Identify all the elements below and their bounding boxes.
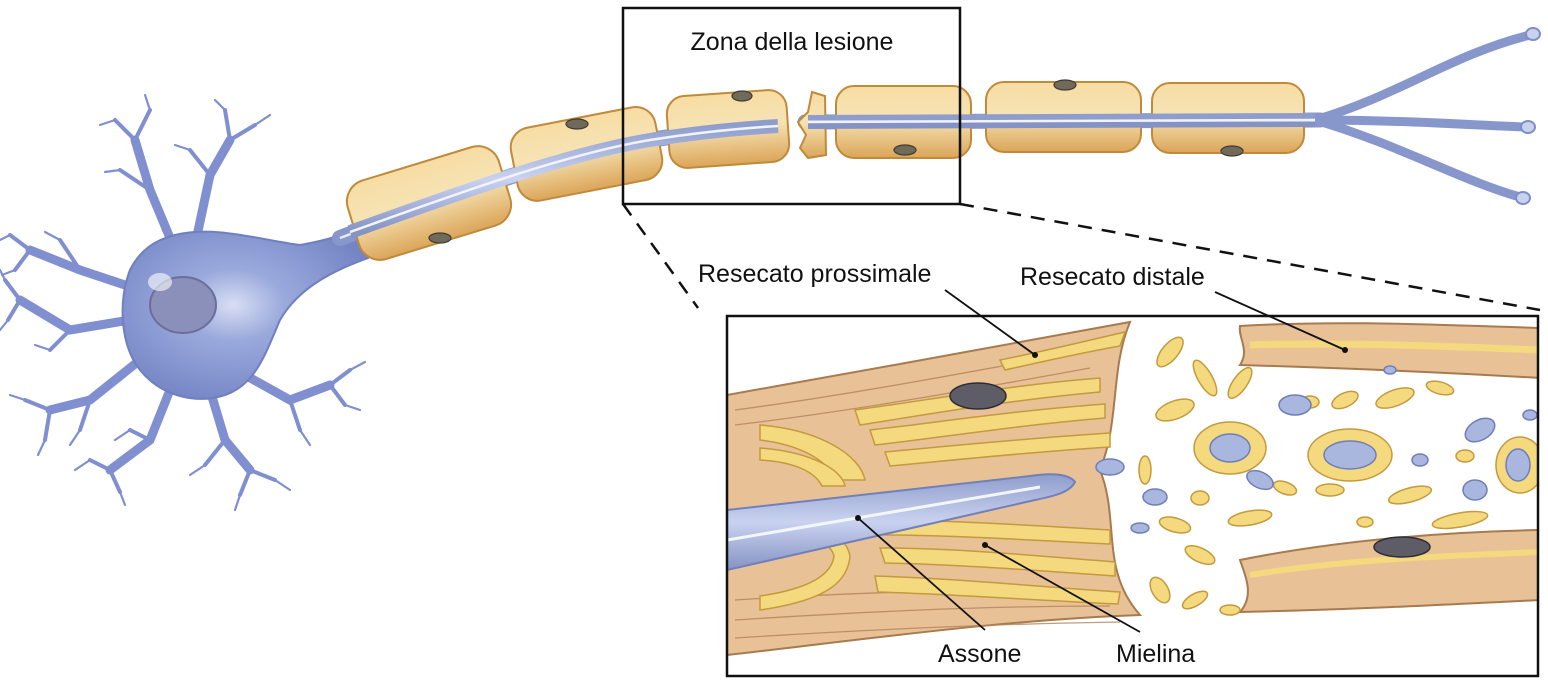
neuron — [0, 95, 368, 510]
axon-terminals — [1315, 35, 1530, 197]
magnified-injury-site — [727, 316, 1544, 676]
myelin-sheaths-upper — [341, 80, 1315, 265]
label-myelin: Mielina — [1116, 640, 1195, 668]
zoom-connectors — [623, 204, 1540, 310]
schwann-nucleus-proximal — [950, 383, 1006, 409]
injury-zone-label: Zona della lesione — [691, 28, 894, 56]
schwann-nucleus-distal — [1374, 537, 1430, 557]
label-axon: Assone — [938, 640, 1021, 668]
label-distal-stump: Resecato distale — [1020, 263, 1205, 291]
label-proximal-stump: Resecato prossimale — [698, 260, 931, 288]
